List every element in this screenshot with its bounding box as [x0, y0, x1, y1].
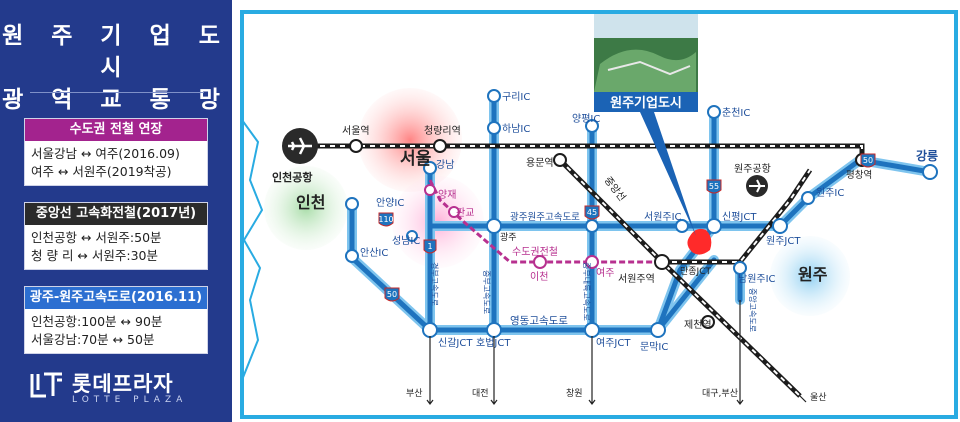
place-label: 강남 — [436, 159, 454, 171]
expressway-label: 중부내륙고속도로 — [582, 262, 591, 321]
place-label: 광주 — [500, 231, 517, 243]
subway-nodes — [424, 184, 599, 269]
place-label: 신평JCT — [722, 211, 757, 223]
logo-name: 롯데프라자 — [72, 372, 174, 396]
place-label: 원주JCT — [766, 235, 801, 247]
place-label: 하남IC — [502, 122, 530, 135]
subway-extension-box: 수도권 전철 연장 서울강남 ↔ 여주(2016.09) 여주 ↔ 서원주(20… — [24, 118, 208, 186]
svg-text:1: 1 — [427, 242, 432, 251]
station-label: 용문역 — [526, 157, 554, 169]
station-label: 평창역 — [846, 170, 872, 181]
subway-line — [428, 179, 658, 264]
airport-label: 원주공항 — [734, 163, 771, 175]
place-label: 판교 — [456, 207, 474, 219]
rail-nodes — [349, 139, 869, 329]
expressway-header: 광주-원주고속도로(2016.11) — [25, 287, 207, 309]
line-label: 광주원주고속도로 — [510, 211, 580, 223]
airport-label: 인천공항 — [272, 170, 312, 184]
region-label: 인천 — [296, 193, 325, 212]
direction-arrows — [426, 300, 807, 405]
expressway-box: 광주-원주고속도로(2016.11) 인천공항:100분 ↔ 90분 서울강남:… — [24, 286, 208, 354]
seoul-region — [358, 88, 462, 192]
route-shield: 50 — [384, 287, 400, 302]
place-label: 양평IC — [572, 113, 600, 125]
place-label: 양재 — [438, 189, 456, 201]
jungang-line-line: 청 량 리 ↔ 서원주:30분 — [31, 248, 158, 263]
station-label: 제천역 — [684, 319, 712, 331]
place-label: 문막IC — [640, 341, 668, 353]
svg-text:50: 50 — [387, 290, 397, 299]
place-label: 만종JCT — [680, 266, 711, 277]
direction-label: 창원 — [566, 388, 583, 399]
station-label: 서울역 — [342, 125, 370, 137]
place-label: 춘천IC — [722, 107, 750, 119]
panel-title-line1: 원 주 기 업 도 시 — [2, 23, 230, 81]
expressway-line: 인천공항:100분 ↔ 90분 — [31, 314, 163, 329]
panel-title-line2: 광 역 교 통 망 — [2, 87, 230, 113]
airplane-icon — [746, 175, 768, 197]
subway-extension-line: 서울강남 ↔ 여주(2016.09) — [31, 146, 180, 161]
route-shield: 1 — [423, 239, 437, 254]
place-label: 이천 — [530, 271, 548, 283]
callout-pointer — [640, 112, 696, 236]
expressway-line: 서울강남:70분 ↔ 50분 — [31, 332, 155, 347]
direction-label: 대전 — [472, 388, 489, 399]
place-label: 여주 — [596, 267, 614, 279]
callout-label-bg — [594, 92, 698, 112]
direction-label: 울산 — [810, 392, 827, 403]
title-divider — [30, 92, 204, 93]
direction-label: 부산 — [406, 388, 423, 399]
place-label: 강릉 — [916, 148, 938, 163]
lotte-mark-icon — [30, 372, 62, 398]
place-label: 서원주IC — [644, 211, 682, 223]
direction-label: 대구,부산 — [702, 388, 738, 399]
svg-text:45: 45 — [587, 208, 597, 217]
expressway-label: 중앙고속도로 — [748, 288, 758, 332]
place-label: 신갈JCT — [438, 336, 473, 349]
station-label: 서원주역 — [618, 273, 655, 285]
jungang-line-header: 중앙선 고속화전철(2017년) — [25, 203, 207, 225]
place-label: 안양IC — [376, 197, 404, 209]
airplane-icon — [282, 128, 318, 164]
logo-subtitle: LOTTE PLAZA — [72, 395, 188, 405]
svg-text:50: 50 — [863, 156, 873, 165]
jungang-line-box: 중앙선 고속화전철(2017년) 인천공항 ↔ 서원주:50분 청 량 리 ↔ … — [24, 202, 208, 270]
jungang-line-line: 인천공항 ↔ 서원주:50분 — [31, 230, 162, 245]
region-label: 원주 — [798, 265, 828, 284]
route-shield: 110 — [378, 212, 394, 227]
line-label: 영동고속도로 — [510, 315, 568, 327]
lotte-plaza-logo: 롯데프라자 LOTTE PLAZA — [30, 368, 208, 412]
route-shield: 55 — [706, 179, 722, 194]
place-label: 안산IC — [360, 247, 388, 259]
wonju-enterprise-city-area — [687, 228, 712, 255]
station-label: 청량리역 — [424, 125, 461, 137]
subway-extension-line: 여주 ↔ 서원주(2019착공) — [31, 164, 172, 179]
place-label: 여주JCT — [596, 337, 631, 349]
place-label: 구리IC — [502, 91, 530, 103]
place-label: 원주IC — [816, 187, 844, 199]
expressway-label: 중부고속도로 — [482, 270, 491, 314]
transport-map: 원주기업도시 110 1 45 55 50 50 서울 인천 원주 — [240, 10, 958, 419]
svg-text:110: 110 — [378, 215, 393, 224]
line-label: 수도권전철 — [512, 246, 558, 258]
region-label: 서울 — [400, 149, 432, 169]
incheon-region — [264, 166, 348, 250]
place-label: 성남IC — [392, 235, 420, 247]
wonju-region — [770, 236, 850, 316]
route-shield: 45 — [584, 205, 600, 220]
route-shield: 50 — [860, 153, 876, 168]
info-panel: 원 주 기 업 도 시 광 역 교 통 망 수도권 전철 연장 서울강남 ↔ 여… — [0, 0, 232, 422]
subway-extension-header: 수도권 전철 연장 — [25, 119, 207, 141]
callout-photo — [594, 14, 698, 92]
expressway-label: 경부고속도로 — [430, 262, 440, 306]
callout-label: 원주기업도시 — [610, 96, 682, 111]
svg-text:55: 55 — [709, 182, 719, 191]
panel-title: 원 주 기 업 도 시 광 역 교 통 망 — [0, 20, 232, 116]
place-label: 남원주IC — [738, 273, 776, 285]
